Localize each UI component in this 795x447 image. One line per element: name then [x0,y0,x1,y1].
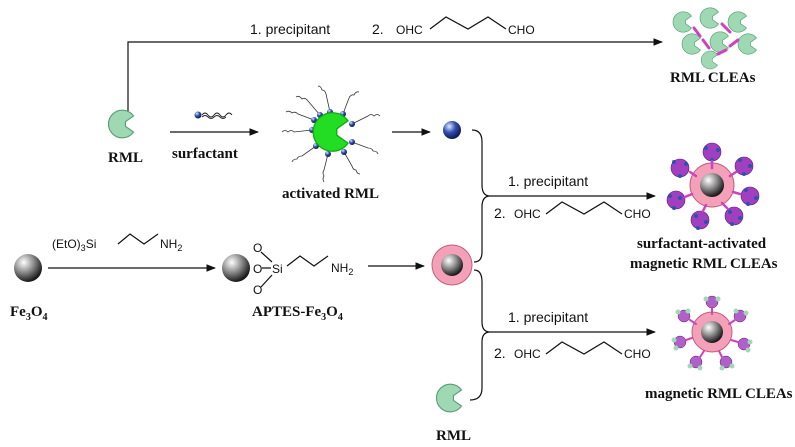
bottom-ohc-label: OHC [514,347,541,361]
top-step1-label: 1. precipitant [250,21,330,37]
bottom-step2-number: 2. [494,345,506,361]
aptes-chain-reagent [117,233,159,245]
magnetic-clea-label: magnetic RML CLEAs [645,386,793,402]
svg-text:O: O [253,283,262,297]
middle-glutaraldehyde-chain [545,201,623,215]
svg-text:O: O [253,241,262,255]
aptes-fe3o4-icon: O O O Si NH2 [222,241,353,297]
top-glutaraldehyde-chain [429,16,507,30]
surfactant-activated-clea-icon [666,142,760,230]
rml-enzyme-bottom [435,383,463,413]
middle-step1-label: 1. precipitant [508,173,588,189]
bottom-glutaraldehyde-chain [545,341,623,355]
middle-cho-label: CHO [624,207,651,221]
bottom-brace [469,269,491,401]
top-arrow [127,38,663,112]
blue-bead-icon [443,121,461,139]
svg-text:O: O [253,262,262,276]
aptes-fe3o4-label: APTES-Fe3O4 [252,304,343,323]
eto3si-label: (EtO)3Si [52,237,96,253]
activated-rml-icon [281,85,381,183]
svg-text:NH2: NH2 [331,261,353,277]
rml-top-label: RML [108,150,143,166]
activated-rml-label: activated RML [282,186,379,202]
svg-text:Si: Si [272,262,283,276]
surfactant-activated-label: surfactant-activated [637,236,767,252]
reagent-nh2-label: NH2 [160,237,182,253]
surfactant-molecule-icon [194,111,233,119]
bottom-cho-label: CHO [624,347,651,361]
middle-brace [471,129,491,263]
rml-cleas-cluster [672,7,757,70]
bottom-step1-label: 1. precipitant [508,309,588,325]
fe3o4-sphere-icon [14,254,42,282]
rml-bottom-label: RML [436,428,471,444]
top-step2-number: 2. [372,21,384,37]
rml-cleas-label: RML CLEAs [670,70,756,86]
rml-enzyme-top [107,109,135,139]
top-route: 1. precipitant 2. OHC CHO R [127,7,757,112]
magnetic-clea-icon [671,295,753,371]
top-cho-label: CHO [508,23,535,37]
surfactant-label: surfactant [172,146,238,162]
middle-step2-number: 2. [494,205,506,221]
surfactant-activated-label-line2: magnetic RML CLEAs [630,256,778,272]
magnetic-particle-icon [431,244,473,286]
middle-ohc-label: OHC [514,207,541,221]
fe3o4-label: Fe3O4 [10,304,48,323]
top-ohc-label: OHC [396,23,423,37]
